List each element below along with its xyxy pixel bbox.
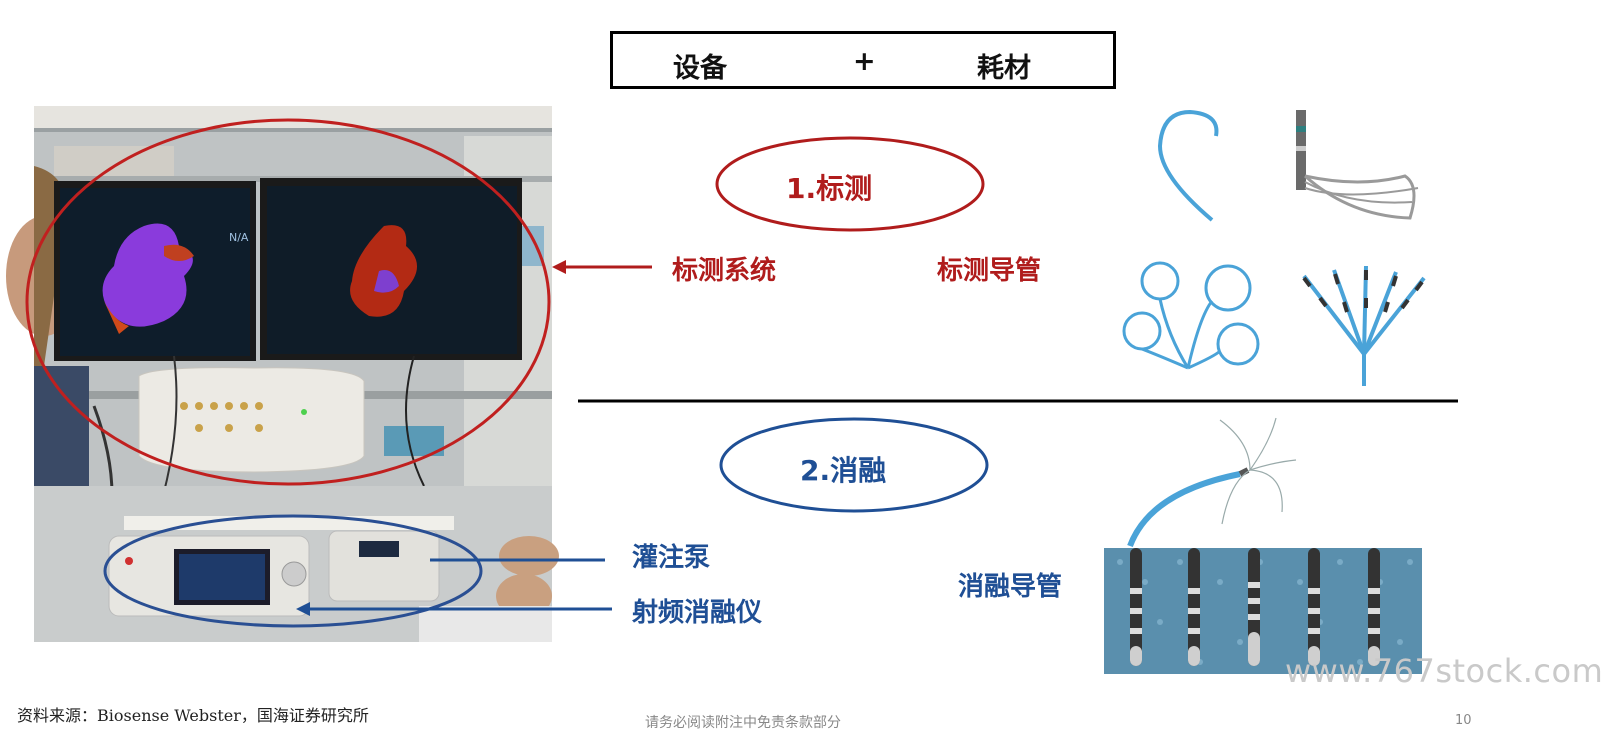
footer-disclaimer: 请务必阅读附注中免责条款部分	[645, 715, 841, 731]
ablation-catheter-label: 消融导管	[958, 572, 1063, 602]
ablation-catheter-icon	[1104, 417, 1422, 674]
page-number: 10	[1455, 713, 1472, 728]
mapping-title-ellipse	[715, 136, 985, 232]
mapping-title: 1.标测	[786, 172, 873, 205]
header-plus: +	[853, 46, 876, 77]
header-box: 设备 + 耗材	[610, 31, 1116, 89]
generator-label: 射频消融仪	[632, 598, 763, 628]
ablation-title-ellipse	[719, 417, 989, 513]
electrode-tip-icon	[1130, 548, 1380, 666]
mapping-system-highlight	[25, 118, 551, 486]
watermark: www.767stock.com	[1285, 652, 1603, 690]
lab-photo: N/A	[6, 106, 559, 642]
pump-label: 灌注泵	[632, 543, 711, 573]
connector-lines	[296, 260, 1458, 616]
screen-badge: N/A	[229, 231, 249, 244]
mapping-system-label: 标测系统	[672, 256, 777, 286]
header-consumables: 耗材	[977, 53, 1031, 84]
equipment-highlight	[103, 514, 483, 628]
ablation-title: 2.消融	[800, 454, 887, 487]
mapping-catheter-icon	[1122, 109, 1426, 386]
mapping-catheter-label: 标测导管	[937, 256, 1042, 286]
header-equipment: 设备	[673, 53, 727, 84]
footer-source: 资料来源：Biosense Webster，国海证券研究所	[17, 706, 369, 725]
